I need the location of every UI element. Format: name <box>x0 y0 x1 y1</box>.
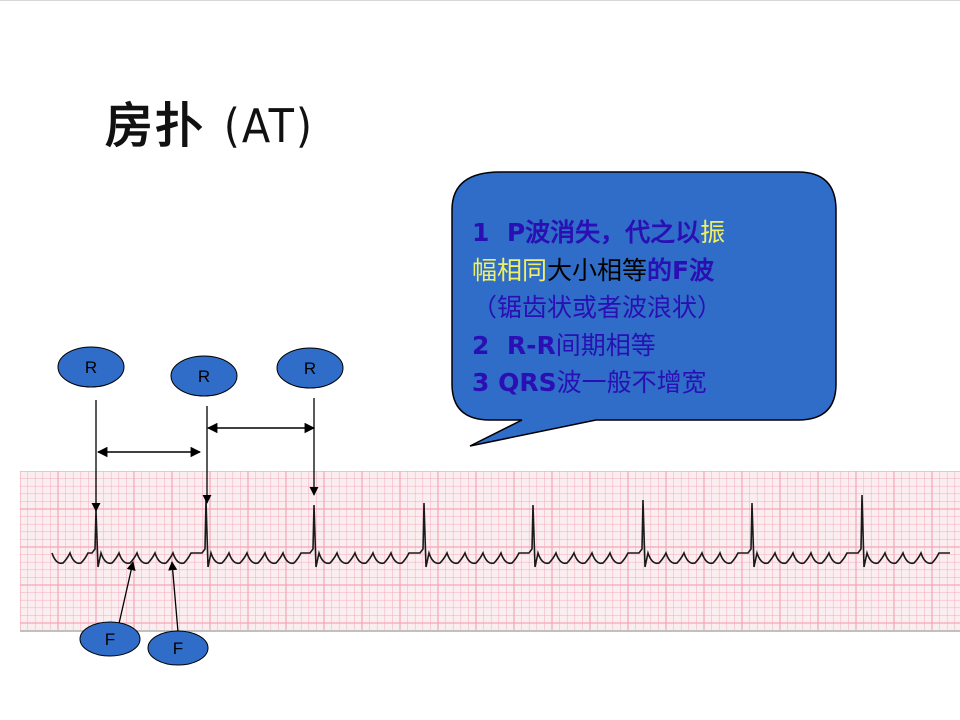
callout-line-5-text: 波一般不增宽 <box>556 368 707 397</box>
f-label-1: F <box>79 621 141 657</box>
f-label-2-text: F <box>173 639 183 658</box>
title-paren-open: ( <box>223 99 242 153</box>
callout-line-5: 3 QRS波一般不增宽 <box>472 364 832 402</box>
callout-line-3: （锯齿状或者波浪状） <box>472 293 723 322</box>
r-label-1: R <box>57 346 125 388</box>
callout-text: 1 P波消失，代之以振 幅相同大小相等的F波 （锯齿状或者波浪状） 2 R-R间… <box>472 214 832 402</box>
callout-line-2: 幅相同大小相等的F波 <box>472 252 832 290</box>
title-main: 房扑 <box>105 98 206 154</box>
callout-line-4-num: 2 <box>472 330 490 360</box>
callout-line-1-text: P波消失，代之以 <box>506 218 701 247</box>
page-title: 房扑 (AT) <box>105 86 314 156</box>
callout-line-1-highlight: 振 <box>700 218 726 247</box>
title-paren-close: ) <box>295 99 315 153</box>
f-label-1-text: F <box>105 630 115 649</box>
callout-line-4: 2 R-R间期相等 <box>472 327 832 365</box>
callout-line-4-rr: R-R <box>506 330 556 360</box>
callout-line-5-qrs: 3 QRS <box>472 368 557 397</box>
ecg-grid <box>20 471 960 632</box>
ecg-paper <box>20 471 960 632</box>
r-label-1-text: R <box>85 358 97 377</box>
callout-line-1: 1 P波消失，代之以振 <box>472 214 832 252</box>
r-label-2: R <box>170 355 238 397</box>
callout-line-2-highlight: 幅相同 <box>472 255 548 285</box>
callout-bubble <box>451 171 837 447</box>
r-label-3-text: R <box>304 359 316 378</box>
f-pointer-1 <box>117 561 136 629</box>
callout-line-2-text: 的F波 <box>647 255 715 285</box>
title-abbr: AT <box>241 99 296 153</box>
top-divider <box>0 0 960 1</box>
callout-line-1-num: 1 <box>472 218 490 247</box>
f-label-2: F <box>147 630 209 666</box>
callout-line-2-black: 大小相等 <box>547 255 648 285</box>
r-label-3: R <box>276 347 344 389</box>
f-pointer-2 <box>168 561 179 633</box>
callout-line-4-text: 间期相等 <box>555 330 656 360</box>
ecg-trace <box>51 494 950 568</box>
r-label-2-text: R <box>198 367 210 386</box>
ecg-strip <box>20 471 960 632</box>
